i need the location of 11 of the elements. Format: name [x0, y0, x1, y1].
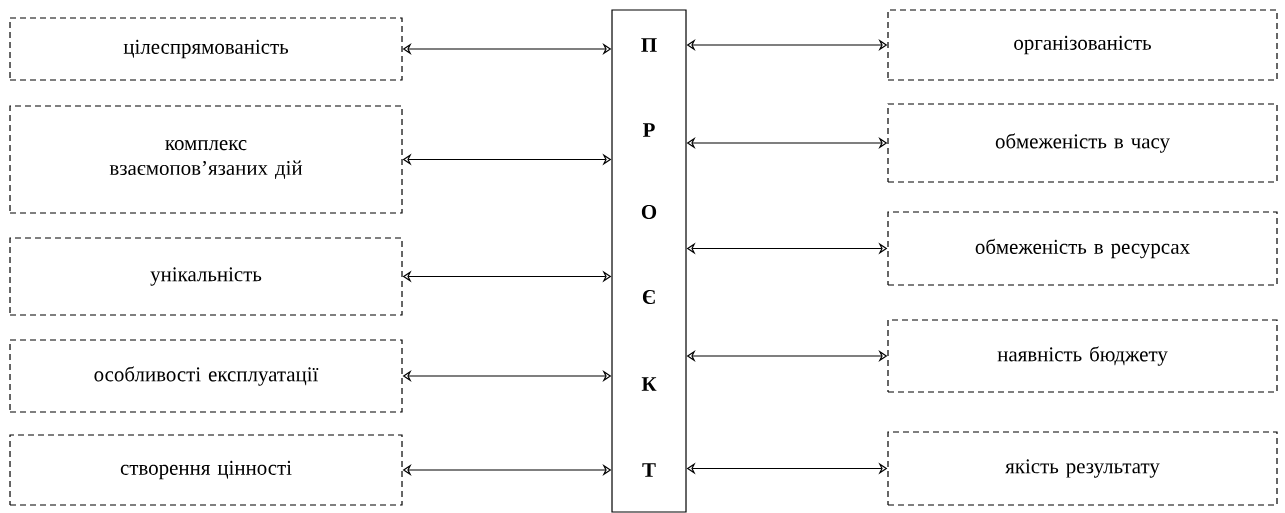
dashed-box: організованість: [887, 9, 1278, 81]
dashed-box: особливості експлуатації: [9, 339, 403, 413]
dashed-box: обмеженість в часу: [887, 103, 1278, 183]
dashed-box: наявність бюджету: [887, 319, 1278, 393]
dashed-box: комплекс взаємопов’язаних дій: [9, 105, 403, 214]
title-column: П Р О Є К Т: [611, 9, 687, 513]
dashed-box: створення цінності: [9, 434, 403, 506]
dashed-box: якість результату: [887, 431, 1278, 506]
dashed-box: цілеспрямованість: [9, 17, 403, 81]
dashed-box: унікальність: [9, 237, 403, 316]
dashed-box: обмеженість в ресурсах: [887, 211, 1278, 286]
